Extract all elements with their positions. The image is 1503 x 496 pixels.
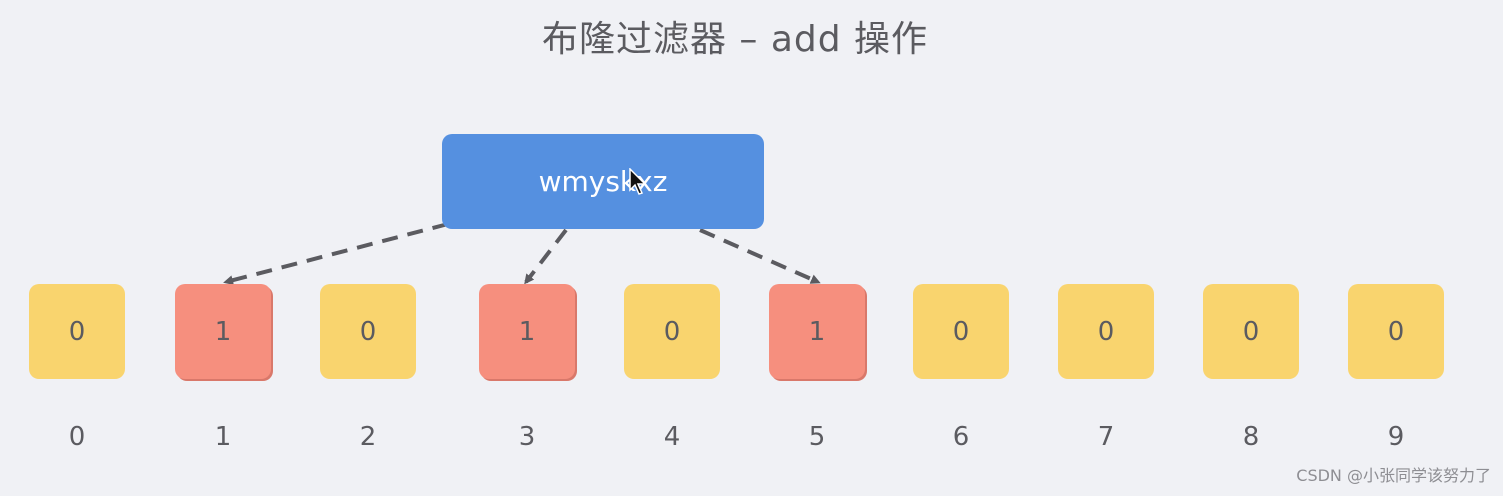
bit-cell-3: 1 [479,284,575,379]
arrow-to-bit-5 [699,228,821,284]
bit-index-2: 2 [359,422,377,452]
bit-cell-8: 0 [1203,284,1299,379]
bit-index-3: 3 [518,422,536,452]
bit-index-5: 5 [808,422,826,452]
bit-cell-2: 0 [320,284,416,379]
bit-cell-4: 0 [624,284,720,379]
bit-cell-5: 1 [769,284,865,379]
bit-index-0: 0 [68,422,86,452]
watermark: CSDN @小张同学该努力了 [1296,466,1491,485]
arrow-to-bit-3 [524,228,568,285]
key-box: wmyskxz [442,134,764,229]
bit-cell-0: 0 [29,284,125,379]
arrow-to-bit-1 [223,222,449,286]
diagram-title: 布隆过滤器 – add 操作 [541,19,929,60]
bit-cell-9: 0 [1348,284,1444,379]
bit-index-9: 9 [1387,422,1405,452]
bit-index-4: 4 [663,422,681,452]
key-label: wmyskxz [538,165,668,198]
bit-index-6: 6 [952,422,970,452]
bit-cell-1: 1 [175,284,271,379]
bit-cell-7: 0 [1058,284,1154,379]
bit-index-7: 7 [1097,422,1115,452]
bit-index-1: 1 [214,422,232,452]
bit-cell-6: 0 [913,284,1009,379]
bit-index-8: 8 [1242,422,1260,452]
mouse-pointer-icon [629,168,647,195]
